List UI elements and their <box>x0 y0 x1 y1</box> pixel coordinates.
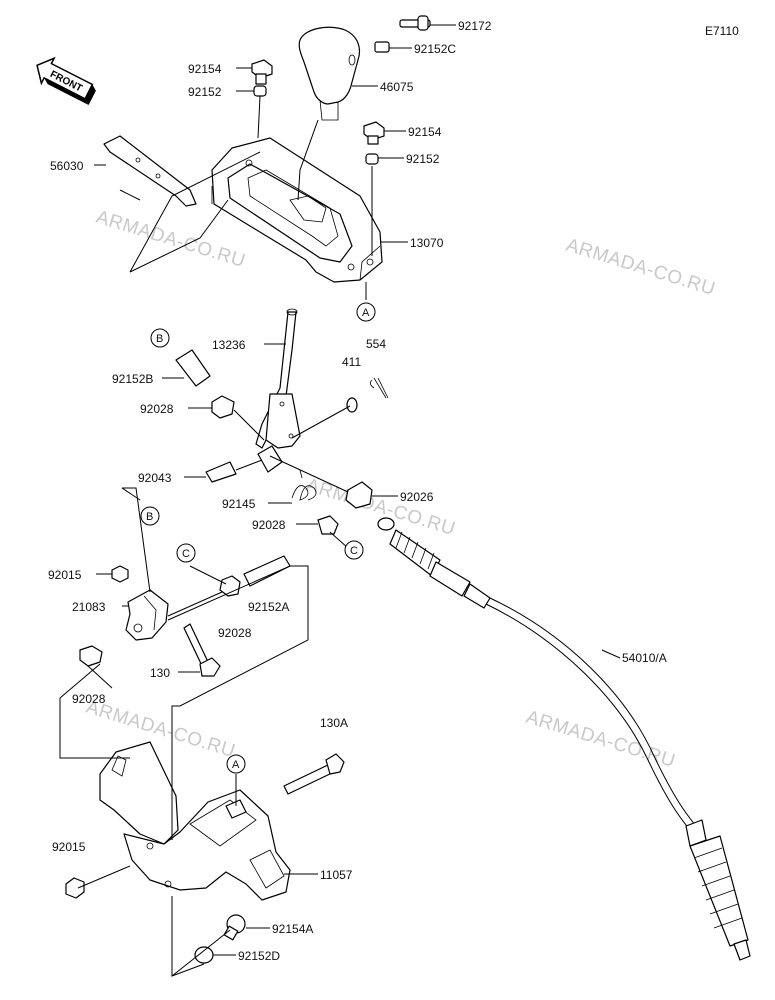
reference-markers: A B B C C A <box>140 302 376 774</box>
lever-boss <box>257 445 283 473</box>
label-130a: 130A <box>320 716 348 730</box>
ref-c-1: C <box>350 545 358 557</box>
label-92152d: 92152D <box>238 949 280 963</box>
label-92028-a: 92028 <box>140 402 174 416</box>
collar-92152a <box>243 555 291 587</box>
bolt-92172 <box>399 15 431 31</box>
ref-b-1: B <box>156 333 163 345</box>
pin-92043 <box>205 461 237 483</box>
watermark-4: ARMADA-CO.RU <box>524 707 678 772</box>
bushing-92028-d <box>79 645 103 667</box>
watermark-5: ARMADA-CO.RU <box>84 697 238 762</box>
label-46075: 46075 <box>380 80 414 94</box>
label-92145: 92145 <box>222 497 256 511</box>
label-92172: 92172 <box>458 19 492 33</box>
label-554: 554 <box>366 337 386 351</box>
label-92152c: 92152C <box>414 42 456 56</box>
label-411: 411 <box>342 355 361 369</box>
ref-c-2: C <box>182 548 190 560</box>
nut-92015-a <box>111 565 129 583</box>
label-92152a: 92152A <box>248 600 289 614</box>
label-92152-right: 92152 <box>406 152 440 166</box>
bolt-92154-right <box>363 121 385 145</box>
ref-a-2: A <box>232 759 240 771</box>
label-92043: 92043 <box>138 471 172 485</box>
bolt-92154-top <box>251 59 273 85</box>
bolt-92154a <box>223 914 246 941</box>
label-92026: 92026 <box>400 490 434 504</box>
diagram-code: E7110 <box>705 24 739 38</box>
washer-411 <box>346 397 358 413</box>
shift-cable <box>377 517 751 961</box>
leader-lines <box>59 24 621 977</box>
bushing-92028-b <box>317 515 339 535</box>
label-92015-a: 92015 <box>48 568 82 582</box>
label-130: 130 <box>150 666 170 680</box>
bracket-21083 <box>125 589 169 641</box>
label-13236: 13236 <box>212 338 246 352</box>
label-92028-b: 92028 <box>252 518 286 532</box>
spring-92145 <box>291 469 317 501</box>
collar-92152-top <box>253 85 267 97</box>
bolt-130a <box>283 753 345 795</box>
label-13070: 13070 <box>410 236 444 250</box>
bracket-56030 <box>103 135 197 207</box>
shift-lever <box>255 308 301 449</box>
ref-b-2: B <box>146 511 153 523</box>
front-arrow-icon: FRONT <box>36 56 96 106</box>
watermark-1: ARMADA-CO.RU <box>94 207 248 272</box>
label-92154-top: 92154 <box>188 62 222 76</box>
label-21083: 21083 <box>72 600 106 614</box>
collar-92152c <box>374 41 390 53</box>
collar-92152-right <box>365 153 379 165</box>
label-92154a: 92154A <box>272 922 313 936</box>
bolt-130 <box>183 623 221 677</box>
part-labels: 92172 92152C 46075 92154 92152 92154 921… <box>48 19 667 963</box>
watermark-2: ARMADA-CO.RU <box>564 235 718 300</box>
bracket-11057 <box>99 741 291 901</box>
label-92152b: 92152B <box>112 372 153 386</box>
nut-92015-b <box>65 877 85 899</box>
cotter-pin-554 <box>370 377 389 399</box>
shift-knob <box>298 26 361 121</box>
joint-92026 <box>345 481 373 509</box>
bushing-92028-a <box>211 395 235 419</box>
label-11057: 11057 <box>320 868 353 882</box>
label-54010a: 54010/A <box>622 651 667 665</box>
bushing-92028-c <box>219 575 241 597</box>
label-92028-d: 92028 <box>72 692 106 706</box>
shift-gate-housing <box>211 137 383 283</box>
label-92015-b: 92015 <box>52 840 86 854</box>
label-56030: 56030 <box>50 159 84 173</box>
label-92154-right: 92154 <box>408 125 442 139</box>
label-92152-top: 92152 <box>188 85 222 99</box>
label-92028-c: 92028 <box>218 626 252 640</box>
ref-a-1: A <box>362 307 370 319</box>
collar-92152b <box>175 349 211 387</box>
